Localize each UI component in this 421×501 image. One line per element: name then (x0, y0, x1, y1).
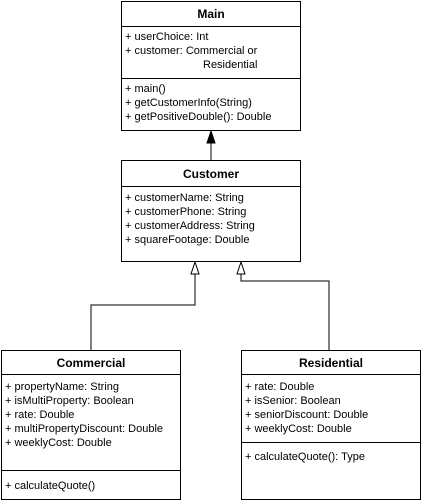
attribute: + userChoice: Int (125, 31, 209, 43)
class-main-methods: + main() + getCustomerInfo(String) + get… (122, 79, 300, 124)
class-main[interactable]: Main + userChoice: Int + customer: Comme… (121, 1, 301, 131)
method: + main() (125, 83, 166, 95)
attribute: + seniorDiscount: Double (245, 409, 369, 421)
class-residential-title: Residential (242, 351, 420, 375)
commercial-to-customer-line (90, 274, 196, 350)
class-customer-attributes: + customerName: String + customerPhone: … (122, 187, 300, 247)
method: + calculateQuote(): Type (245, 451, 365, 463)
attribute: Residential (203, 59, 258, 71)
attribute: + customerPhone: String (125, 206, 247, 218)
attribute: + rate: Double (5, 409, 75, 421)
commercial-generalization-arrowhead (190, 260, 200, 275)
attribute: + squareFootage: Double (125, 234, 250, 246)
attribute: + customerAddress: String (125, 220, 255, 232)
attribute: + multiPropertyDiscount: Double (5, 423, 164, 435)
class-customer-title: Customer (122, 161, 300, 187)
class-residential-attributes: + rate: Double + isSenior: Boolean + sen… (242, 375, 420, 443)
attribute: + isMultiProperty: Boolean (5, 395, 134, 407)
residential-to-customer-line (240, 274, 330, 350)
method: + getPositiveDouble(): Double (125, 111, 272, 123)
attribute: + weeklyCost: Double (5, 437, 112, 449)
attribute: + customerName: String (125, 192, 244, 204)
attribute: + isSenior: Boolean (245, 395, 341, 407)
attribute: + weeklyCost: Double (245, 423, 352, 435)
method: + getCustomerInfo(String) (125, 97, 252, 109)
class-customer[interactable]: Customer + customerName: String + custom… (121, 160, 301, 262)
residential-generalization-arrowhead (236, 260, 246, 275)
customer-to-main-arrowhead (206, 129, 216, 144)
class-residential-methods: + calculateQuote(): Type (242, 443, 420, 464)
method: + calculateQuote() (5, 480, 96, 492)
class-commercial-title: Commercial (2, 351, 180, 375)
class-residential[interactable]: Residential + rate: Double + isSenior: B… (241, 350, 421, 500)
attribute: + rate: Double (245, 381, 315, 393)
class-commercial[interactable]: Commercial + propertyName: String + isMu… (1, 350, 181, 500)
attribute: + propertyName: String (5, 381, 120, 393)
class-commercial-methods: + calculateQuote() (2, 471, 180, 493)
class-main-attributes: + userChoice: Int + customer: Commercial… (122, 27, 300, 79)
attribute: + customer: Commercial or (125, 45, 258, 57)
class-commercial-attributes: + propertyName: String + isMultiProperty… (2, 375, 180, 471)
class-main-title: Main (122, 2, 300, 27)
